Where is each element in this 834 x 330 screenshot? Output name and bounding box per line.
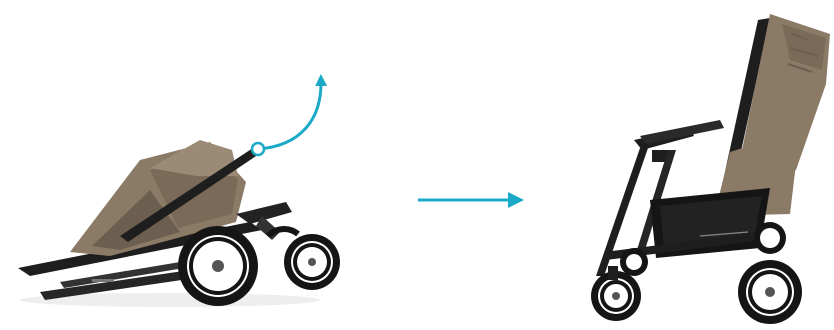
folded-stroller: [18, 140, 340, 307]
right-arrow-icon: [418, 192, 524, 208]
fold-handle-point-icon: [252, 143, 264, 155]
unfolded-stroller: [591, 14, 830, 324]
fold-direction-curve-arrow: [252, 80, 321, 155]
